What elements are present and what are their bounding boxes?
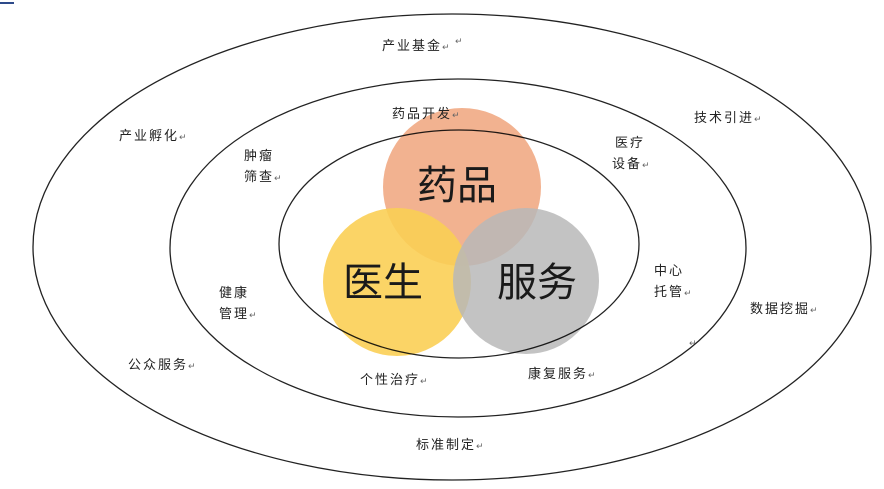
label-industry-fund: 产业基金↵ [382,38,452,54]
venn-circle-doctor [323,208,471,356]
label-drug-development: 药品开发↵ [392,106,462,122]
corner-mark [0,2,14,4]
label-public-service: 公众服务↵ [128,357,198,373]
label-data-mining: 数据挖掘↵ [750,302,820,317]
venn-circle-service [453,208,599,354]
label-rehabilitation-service: 康复服务↵ [528,366,598,382]
label-industry-incubation: 产业孵化↵ [119,129,189,144]
para-mark-stray-right: ↵ [689,339,697,349]
label-service: 服务 [497,260,577,306]
outer-ring [32,13,872,481]
label-center-custody-line1: 中心 [654,264,684,279]
label-doctor: 医生 [343,260,423,306]
label-medical-device-line1: 医疗 [615,136,645,151]
label-center-custody-line2: 托管↵ [654,285,694,300]
label-personalized-treatment: 个性治疗↵ [360,373,430,388]
label-drug: 药品 [417,163,497,209]
label-health-management-line2: 管理↵ [219,307,259,322]
label-medical-device-line2: 设备↵ [612,156,652,172]
label-technology-introduction: 技术引进↵ [694,111,764,126]
label-tumor-screening-line1: 肿瘤 [244,148,274,164]
label-health-management-line1: 健康 [219,285,249,301]
label-standard-setting: 标准制定↵ [416,438,486,453]
middle-ring [169,78,747,418]
para-mark-stray-top: ↵ [455,37,463,47]
label-tumor-screening-line2: 筛查↵ [244,170,284,185]
